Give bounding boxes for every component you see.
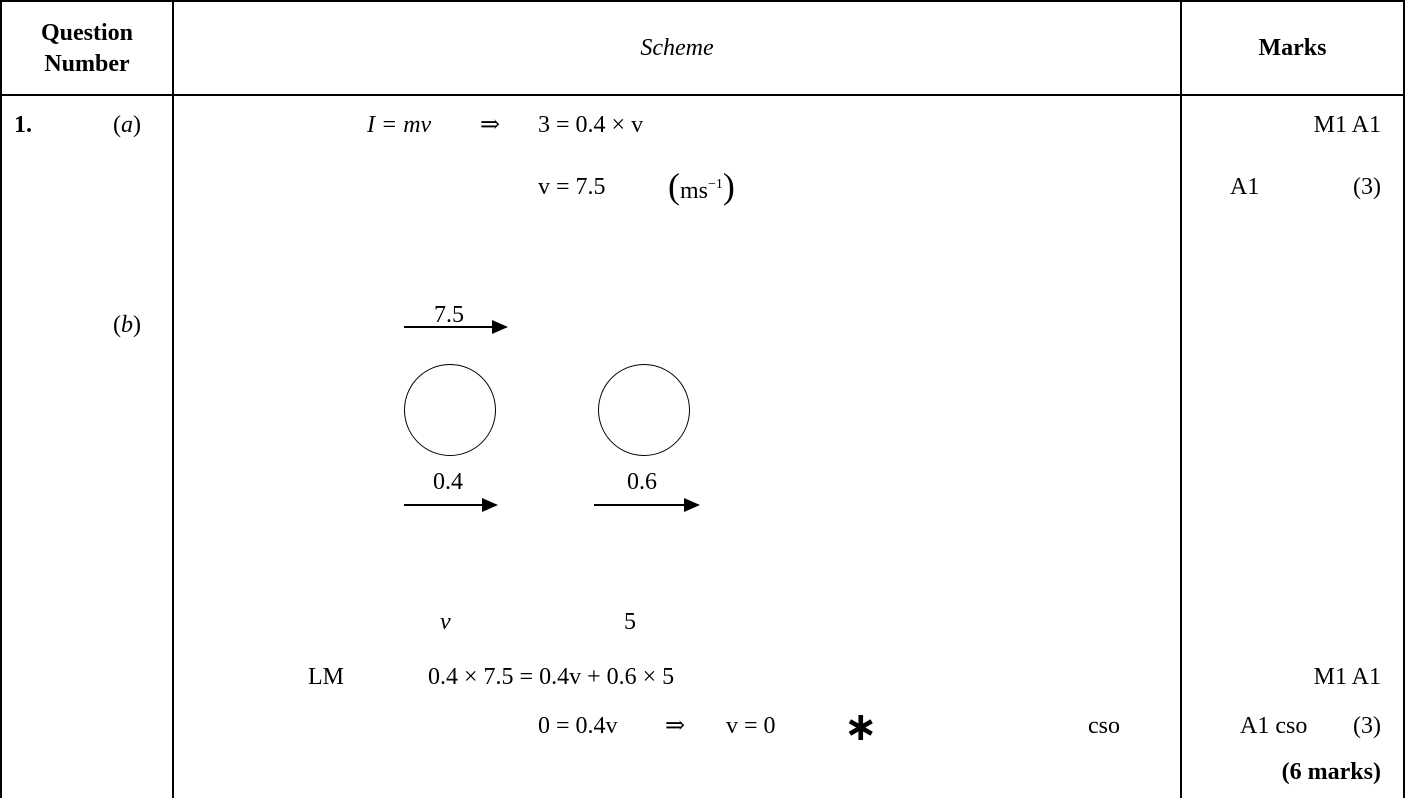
lm-marks: M1 A1 bbox=[1313, 664, 1381, 690]
column-divider-1 bbox=[172, 0, 174, 798]
particle-a-circle bbox=[404, 364, 496, 456]
table-border-right bbox=[1403, 0, 1405, 798]
part-a-line2-eq: v = 7.5 bbox=[538, 174, 606, 200]
question-number: 1. bbox=[14, 112, 32, 138]
part-a-line1-lhs: I = mv bbox=[367, 112, 432, 138]
particle-b-circle bbox=[598, 364, 690, 456]
result-total: (3) bbox=[1353, 713, 1381, 739]
part-a-line2-unit: (ms−1) bbox=[668, 166, 735, 206]
total-marks: (6 marks) bbox=[1281, 759, 1381, 785]
result-arrow: ⇒ bbox=[665, 713, 686, 739]
column-divider-2 bbox=[1180, 0, 1182, 798]
result-marks: A1 cso bbox=[1240, 713, 1308, 739]
header-marks: Marks bbox=[1258, 35, 1327, 61]
lm-equation: 0.4 × 7.5 = 0.4v + 0.6 × 5 bbox=[428, 664, 675, 690]
mass-b-label: 0.6 bbox=[627, 469, 657, 495]
part-a-line2-total: (3) bbox=[1353, 174, 1381, 200]
part-a-line1-arrow: ⇒ bbox=[480, 112, 501, 138]
part-a-line1-marks: M1 A1 bbox=[1313, 112, 1381, 138]
final-speed-a-label: v bbox=[440, 609, 451, 635]
initial-velocity-arrow bbox=[404, 320, 508, 334]
table-border-top bbox=[0, 0, 1405, 2]
table-border-left bbox=[0, 0, 2, 798]
final-velocity-arrow-b bbox=[594, 498, 700, 512]
final-speed-b-label: 5 bbox=[624, 609, 636, 635]
final-velocity-arrow-a bbox=[404, 498, 498, 512]
header-scheme: Scheme bbox=[640, 35, 714, 61]
lm-label: LM bbox=[308, 664, 344, 690]
part-b-label: (b) bbox=[113, 312, 141, 338]
part-a-line2-mark: A1 bbox=[1230, 174, 1260, 200]
mass-a-label: 0.4 bbox=[433, 469, 463, 495]
header-question-number-line1: Question bbox=[40, 20, 133, 46]
result-rhs: v = 0 bbox=[726, 713, 776, 739]
part-a-line1-rhs: 3 = 0.4 × v bbox=[538, 112, 644, 138]
header-row-divider bbox=[0, 94, 1405, 96]
header-question-number-line2: Number bbox=[44, 51, 130, 77]
result-star: ∗ bbox=[844, 704, 878, 750]
part-a-label: (a) bbox=[113, 112, 141, 138]
result-lhs: 0 = 0.4v bbox=[538, 713, 618, 739]
initial-speed-label: 7.5 bbox=[434, 302, 464, 328]
cso-note: cso bbox=[1088, 713, 1120, 739]
